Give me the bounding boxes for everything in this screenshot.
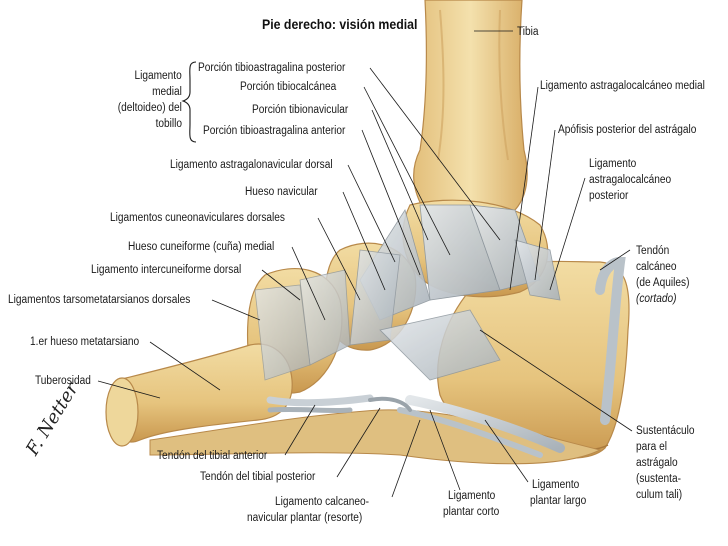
label-lig-intercuneiforme-dorsal: Ligamento intercuneiforme dorsal bbox=[91, 264, 242, 276]
label-lig-astragalocalcaneo-medial: Ligamento astragalocalcáneo medial bbox=[540, 80, 705, 92]
label-lig-astragalocalcaneo-posterior-line-1: Ligamento bbox=[589, 158, 637, 170]
label-apofisis-posterior-astragalo: Apófisis posterior del astrágalo bbox=[558, 124, 697, 136]
tibia-bone bbox=[413, 0, 528, 213]
label-lig-astragalocalcaneo-posterior-line-2: astragalocalcáneo bbox=[589, 174, 672, 186]
label-lig-plantar-corto-line-1: Ligamento bbox=[448, 490, 496, 502]
figure-title: Pie derecho: visión medial bbox=[262, 16, 418, 32]
label-brace-line-2: medial bbox=[152, 86, 182, 98]
label-lig-plantar-largo-line-2: plantar largo bbox=[530, 495, 587, 507]
label-lig-tarsometatarsianos-dorsales: Ligamentos tarsometatarsianos dorsales bbox=[8, 294, 191, 306]
leader-lines bbox=[97, 30, 633, 498]
label-porcion-tibioastragalina-posterior: Porción tibioastragalina posterior bbox=[198, 62, 346, 74]
label-tendon-calcaneo-line-3: (de Aquiles) bbox=[636, 277, 690, 289]
label-porcion-tibionavicular: Porción tibionavicular bbox=[252, 104, 349, 116]
deltoid-ligament-fibers bbox=[254, 204, 561, 381]
label-tendon-tibial-anterior: Tendón del tibial anterior bbox=[157, 450, 268, 462]
label-sustentaculo-line-5: culum tali) bbox=[636, 489, 683, 501]
label-sustentaculo-line-2: para el bbox=[636, 441, 667, 453]
label-tibia: Tibia bbox=[517, 26, 539, 38]
label-lig-astragalonavicular-dorsal: Ligamento astragalonavicular dorsal bbox=[170, 159, 333, 171]
bracket bbox=[181, 61, 197, 143]
label-lig-plantar-largo-line-1: Ligamento bbox=[532, 479, 580, 491]
label-brace-line-3: (deltoideo) del bbox=[117, 102, 182, 114]
label-sustentaculo-line-1: Sustentáculo bbox=[636, 425, 695, 437]
label-porcion-tibiocalcanea: Porción tibiocalcánea bbox=[240, 81, 337, 93]
label-porcion-tibioastragalina-anterior: Porción tibioastragalina anterior bbox=[203, 125, 346, 137]
label-tuberosidad: Tuberosidad bbox=[35, 375, 91, 387]
label-tendon-calcaneo-line-2: calcáneo bbox=[636, 261, 677, 273]
label-tendon-calcaneo-line-4: (cortado) bbox=[636, 293, 677, 305]
label-sustentaculo-line-3: astrágalo bbox=[636, 457, 678, 469]
label-lig-calcaneonavicular-line-1: Ligamento calcaneo- bbox=[275, 496, 369, 508]
label-sustentaculo-line-4: (sustenta- bbox=[636, 473, 682, 485]
label-tendon-calcaneo-line-1: Tendón bbox=[636, 245, 670, 257]
tendons bbox=[266, 256, 626, 425]
label-hueso-cuneiforme-medial: Hueso cuneiforme (cuña) medial bbox=[128, 241, 275, 253]
label-lig-plantar-corto-line-2: plantar corto bbox=[443, 506, 500, 518]
label-lig-cuneonaviculares-dorsales: Ligamentos cuneonaviculares dorsales bbox=[110, 212, 285, 224]
label-hueso-navicular: Hueso navicular bbox=[245, 186, 318, 198]
label-brace-line-1: Ligamento bbox=[134, 70, 182, 82]
label-brace-line-4: tobillo bbox=[155, 118, 182, 130]
label-lig-astragalocalcaneo-posterior-line-3: posterior bbox=[589, 190, 629, 202]
label-lig-calcaneonavicular-line-2: navicular plantar (resorte) bbox=[247, 512, 363, 524]
label-primer-metatarsiano: 1.er hueso metatarsiano bbox=[30, 336, 140, 348]
label-tendon-tibial-posterior: Tendón del tibial posterior bbox=[200, 471, 316, 483]
